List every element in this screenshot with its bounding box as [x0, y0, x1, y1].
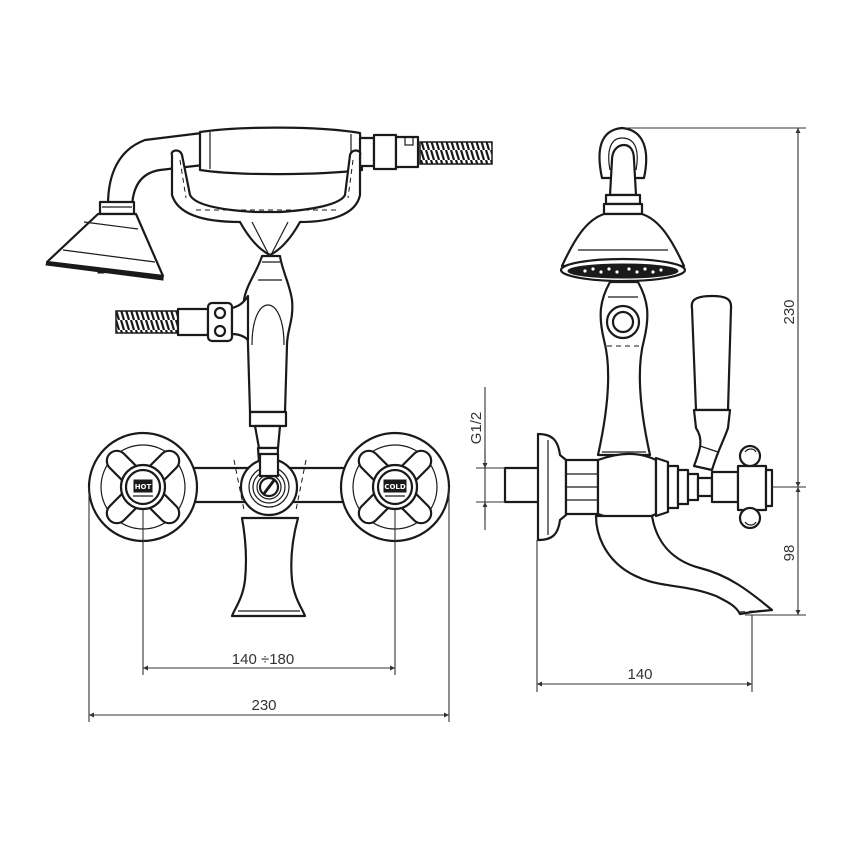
dim-overall-height: 230	[781, 299, 798, 324]
dim-overall-width: 230	[251, 697, 276, 714]
hose-inlet-front	[115, 294, 250, 343]
riser-side	[596, 280, 652, 457]
wall-flange-side	[503, 432, 568, 542]
diverter-lever	[690, 294, 733, 472]
hot-label: HOT	[135, 483, 152, 491]
hose-loop-side	[598, 126, 648, 216]
handset-grip	[198, 126, 493, 176]
front-dimensions: 140 ÷180 230	[88, 487, 450, 722]
riser-pipe	[242, 254, 294, 478]
dim-spout-height: 98	[781, 545, 798, 562]
shower-head-side	[559, 212, 687, 283]
spout-side	[594, 514, 774, 616]
mixer-body-side	[564, 452, 740, 522]
front-view: HOT COLD 140 ÷180 230	[45, 126, 493, 722]
cold-label: COLD	[384, 483, 406, 491]
hot-handle: HOT	[87, 431, 199, 543]
hand-shower-front	[45, 130, 214, 281]
shower-cradle	[170, 149, 362, 257]
spout-front	[230, 516, 307, 618]
dim-inlet-spacing: 140 ÷180	[232, 651, 294, 668]
cross-handle-side	[736, 444, 774, 530]
side-dimensions: G1/2 230 98 140	[468, 127, 806, 692]
cold-handle: COLD	[339, 431, 451, 543]
dim-thread-size: G1/2	[468, 412, 485, 445]
dim-spout-projection: 140	[627, 666, 652, 683]
side-view: G1/2 230 98 140	[468, 126, 806, 692]
